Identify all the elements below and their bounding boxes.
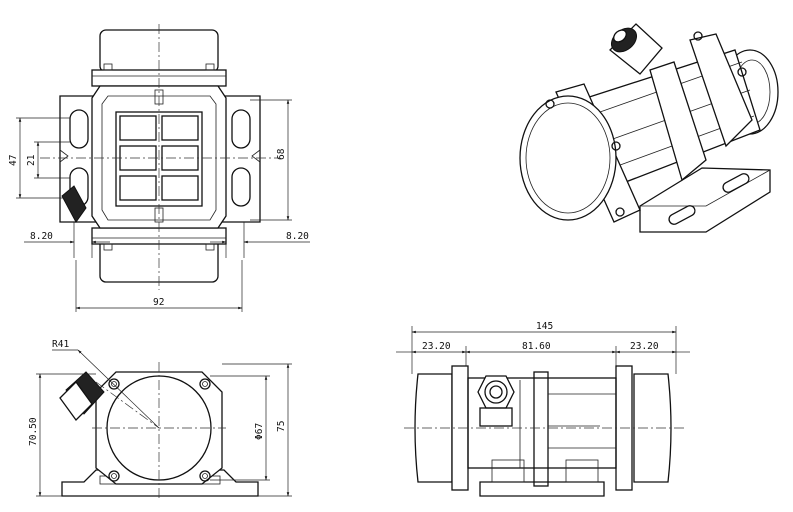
dim-8-20-left: 8.20 [30, 231, 53, 242]
side-end-cap-left [414, 373, 453, 483]
top-view: 47 21 68 8.20 8.20 92 [8, 24, 310, 312]
side-end-cap-right [633, 373, 672, 483]
iso-view [519, 23, 779, 233]
dim-47: 47 [8, 155, 19, 166]
top-slot-ul [69, 109, 89, 149]
side-view: 145 23.20 81.60 23.20 [396, 321, 690, 497]
top-cable-gland [61, 185, 87, 223]
dim-r41: R41 [52, 339, 69, 350]
dim-23-20-left: 23.20 [422, 341, 451, 352]
dim-92: 92 [153, 297, 164, 308]
dim-75: 75 [276, 421, 287, 432]
dim-70-50: 70.50 [28, 417, 39, 446]
iso-flange-mid [649, 61, 707, 182]
iso-flange-rear [689, 33, 753, 148]
top-slot-lr [231, 167, 251, 207]
dim-81-60: 81.60 [522, 341, 551, 352]
dim-68: 68 [276, 148, 287, 160]
dim-23-20-right: 23.20 [630, 341, 659, 352]
front-base [61, 469, 259, 497]
iso-front-cap [519, 95, 617, 221]
side-body [467, 377, 617, 469]
front-view: R41 70.50 Φ67 75 [28, 339, 292, 500]
dim-phi-67: Φ67 [254, 423, 265, 440]
iso-base [639, 167, 771, 233]
top-slot-ur [231, 109, 251, 149]
dim-145: 145 [536, 321, 553, 332]
side-base [479, 481, 605, 497]
dim-21: 21 [26, 154, 37, 166]
dim-8-20-right: 8.20 [286, 231, 309, 242]
side-flange-mid [533, 371, 549, 487]
